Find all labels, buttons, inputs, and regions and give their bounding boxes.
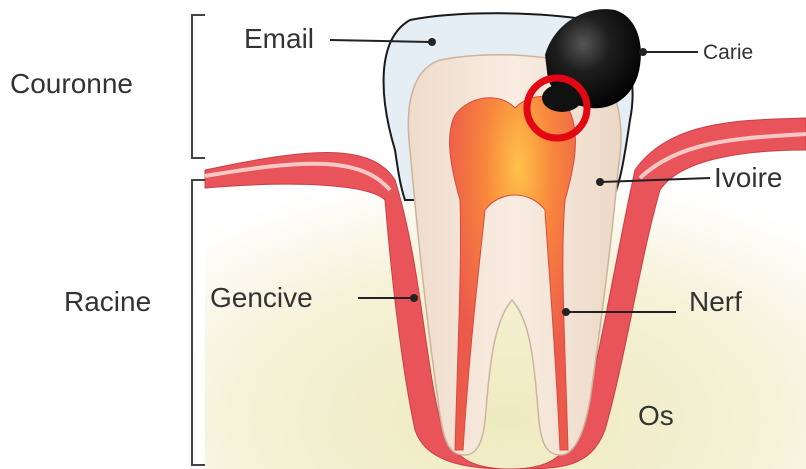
label-os: Os [638, 402, 674, 430]
label-racine: Racine [64, 288, 151, 316]
couronne-bracket [192, 15, 205, 158]
label-ivoire: Ivoire [714, 164, 782, 192]
label-gencive: Gencive [210, 284, 313, 312]
label-couronne: Couronne [10, 70, 133, 98]
racine-bracket [192, 180, 205, 465]
label-email: Email [244, 25, 314, 53]
label-nerf: Nerf [689, 288, 742, 316]
label-carie: Carie [703, 42, 753, 63]
